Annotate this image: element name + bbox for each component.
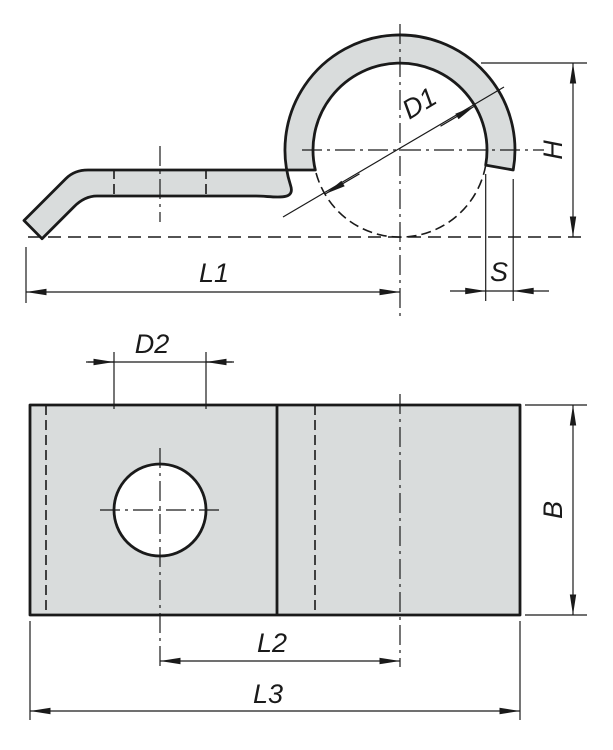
plan-view: D2 B L2 L3 [28,329,587,720]
side-view: D1 H S L1 [22,24,588,318]
dim-label-h: H [538,140,568,160]
dim-label-l1: L1 [199,258,229,288]
dim-label-d2: D2 [135,329,170,359]
dim-label-l2: L2 [257,628,287,658]
d1-arrow-lower [325,173,360,195]
clamp-profile [22,33,517,241]
dim-label-b: B [538,501,568,519]
d1-arrow-upper [440,105,475,127]
dim-label-s: S [490,257,508,287]
pipe-hidden-arc [314,164,487,238]
dim-label-d1: D1 [397,82,442,125]
dim-label-l3: L3 [253,679,283,709]
